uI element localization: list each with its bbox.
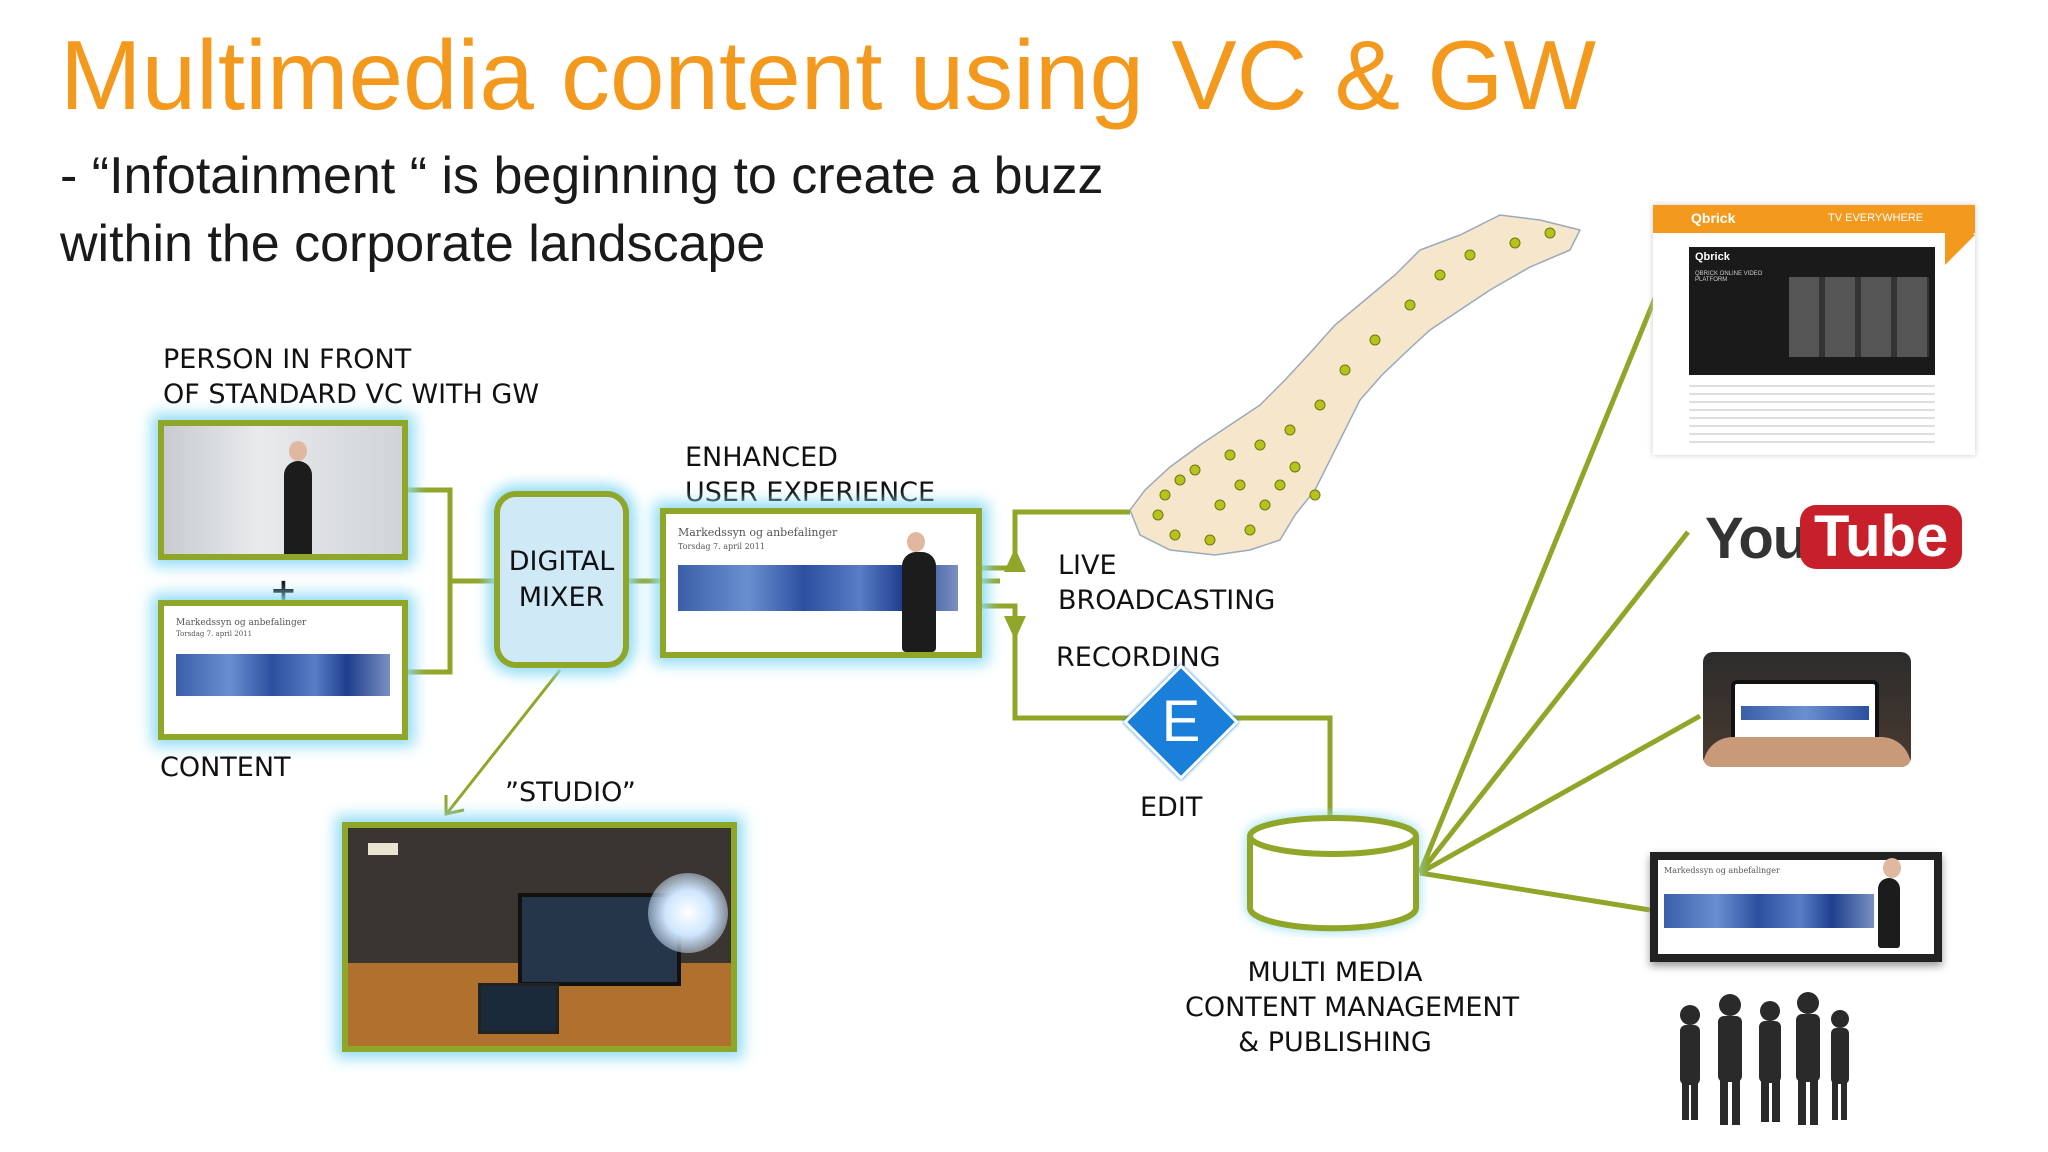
- content-slide-date: Torsdag 7. april 2011: [176, 630, 253, 638]
- arrow-down-icon: [1004, 616, 1026, 640]
- database-cylinder-icon: [1247, 815, 1419, 932]
- recording-label: RECORDING: [1056, 642, 1221, 673]
- qbrick-content-text: [1689, 385, 1935, 445]
- arrow-up-icon: [1004, 548, 1026, 572]
- qbrick-logo: Qbrick: [1695, 251, 1730, 263]
- smartphone-photo: [1703, 652, 1911, 767]
- qbrick-video-wall: [1789, 277, 1929, 357]
- qbrick-heading: QBRICK ONLINE VIDEO PLATFORM: [1695, 271, 1763, 283]
- large-screen: Markedssyn og anbefalinger: [1650, 852, 1942, 962]
- studio-laptop: [478, 983, 559, 1034]
- person-label: PERSON IN FRONT OF STANDARD VC WITH GW: [163, 344, 540, 411]
- slide-subtitle-line1: - “Infotainment “ is beginning to create…: [60, 147, 1104, 205]
- live-broadcasting-label: LIVE BROADCASTING: [1058, 550, 1276, 617]
- cms-label: MULTI MEDIA CONTENT MANAGEMENT & PUBLISH…: [1185, 957, 1520, 1059]
- content-slide-image-strip: [176, 653, 390, 696]
- qbrick-header-logo: Qbrick: [1691, 210, 1736, 226]
- large-screen-slide: Markedssyn og anbefalinger: [1658, 858, 1934, 954]
- enhanced-presenter-figure: [902, 532, 936, 652]
- enhanced-slide-date: Torsdag 7. april 2011: [678, 542, 765, 551]
- smartphone-screen-strip: [1741, 706, 1869, 720]
- people-group-icon: [1680, 992, 1849, 1125]
- content-slide-title: Markedssyn og anbefalinger: [176, 618, 307, 628]
- norway-map-icon: [1129, 214, 1582, 556]
- enhanced-video-frame: Markedssyn og anbefalinger Torsdag 7. ap…: [660, 508, 982, 658]
- digital-mixer-label: DIGITAL MIXER: [508, 546, 615, 613]
- large-screen-image-strip: [1664, 893, 1874, 928]
- edit-label: EDIT: [1140, 792, 1203, 823]
- edit-letter: E: [1161, 689, 1201, 754]
- studio-backdrop: [164, 426, 402, 554]
- studio-light: [648, 873, 728, 953]
- qbrick-arrow-icon: [1945, 205, 1975, 265]
- qbrick-hero: Qbrick QBRICK ONLINE VIDEO PLATFORM: [1689, 247, 1935, 375]
- youtube-logo-tube: Tube: [1800, 505, 1963, 569]
- hand: [1703, 737, 1911, 767]
- studio-photo: [342, 822, 737, 1052]
- large-screen-presenter: [1878, 858, 1901, 948]
- enhanced-label: ENHANCED USER EXPERIENCE: [685, 442, 936, 509]
- enhanced-slide-title: Markedssyn og anbefalinger: [678, 526, 838, 539]
- person-video-frame: [158, 420, 408, 560]
- qbrick-header-bar: Qbrick TV EVERYWHERE: [1653, 205, 1975, 233]
- qbrick-website-screenshot: Qbrick TV EVERYWHERE Qbrick QBRICK ONLIN…: [1653, 205, 1975, 455]
- content-slide-frame: Markedssyn og anbefalinger Torsdag 7. ap…: [158, 600, 408, 740]
- content-label: CONTENT: [160, 752, 291, 783]
- presenter-figure: [284, 441, 312, 554]
- large-screen-slide-title: Markedssyn og anbefalinger: [1664, 866, 1780, 875]
- youtube-logo-you: You: [1705, 506, 1808, 571]
- studio-label: ”STUDIO”: [505, 777, 636, 808]
- digital-mixer-box: DIGITAL MIXER: [494, 491, 629, 668]
- slide-title: Multimedia content using VC & GW: [60, 20, 1596, 130]
- content-slide-thumb: Markedssyn og anbefalinger Torsdag 7. ap…: [170, 612, 396, 728]
- studio-lamp: [368, 843, 398, 855]
- enhanced-slide-thumb: Markedssyn og anbefalinger Torsdag 7. ap…: [672, 520, 970, 652]
- slide-subtitle-line2: within the corporate landscape: [60, 215, 766, 273]
- qbrick-tagline: TV EVERYWHERE: [1828, 212, 1924, 224]
